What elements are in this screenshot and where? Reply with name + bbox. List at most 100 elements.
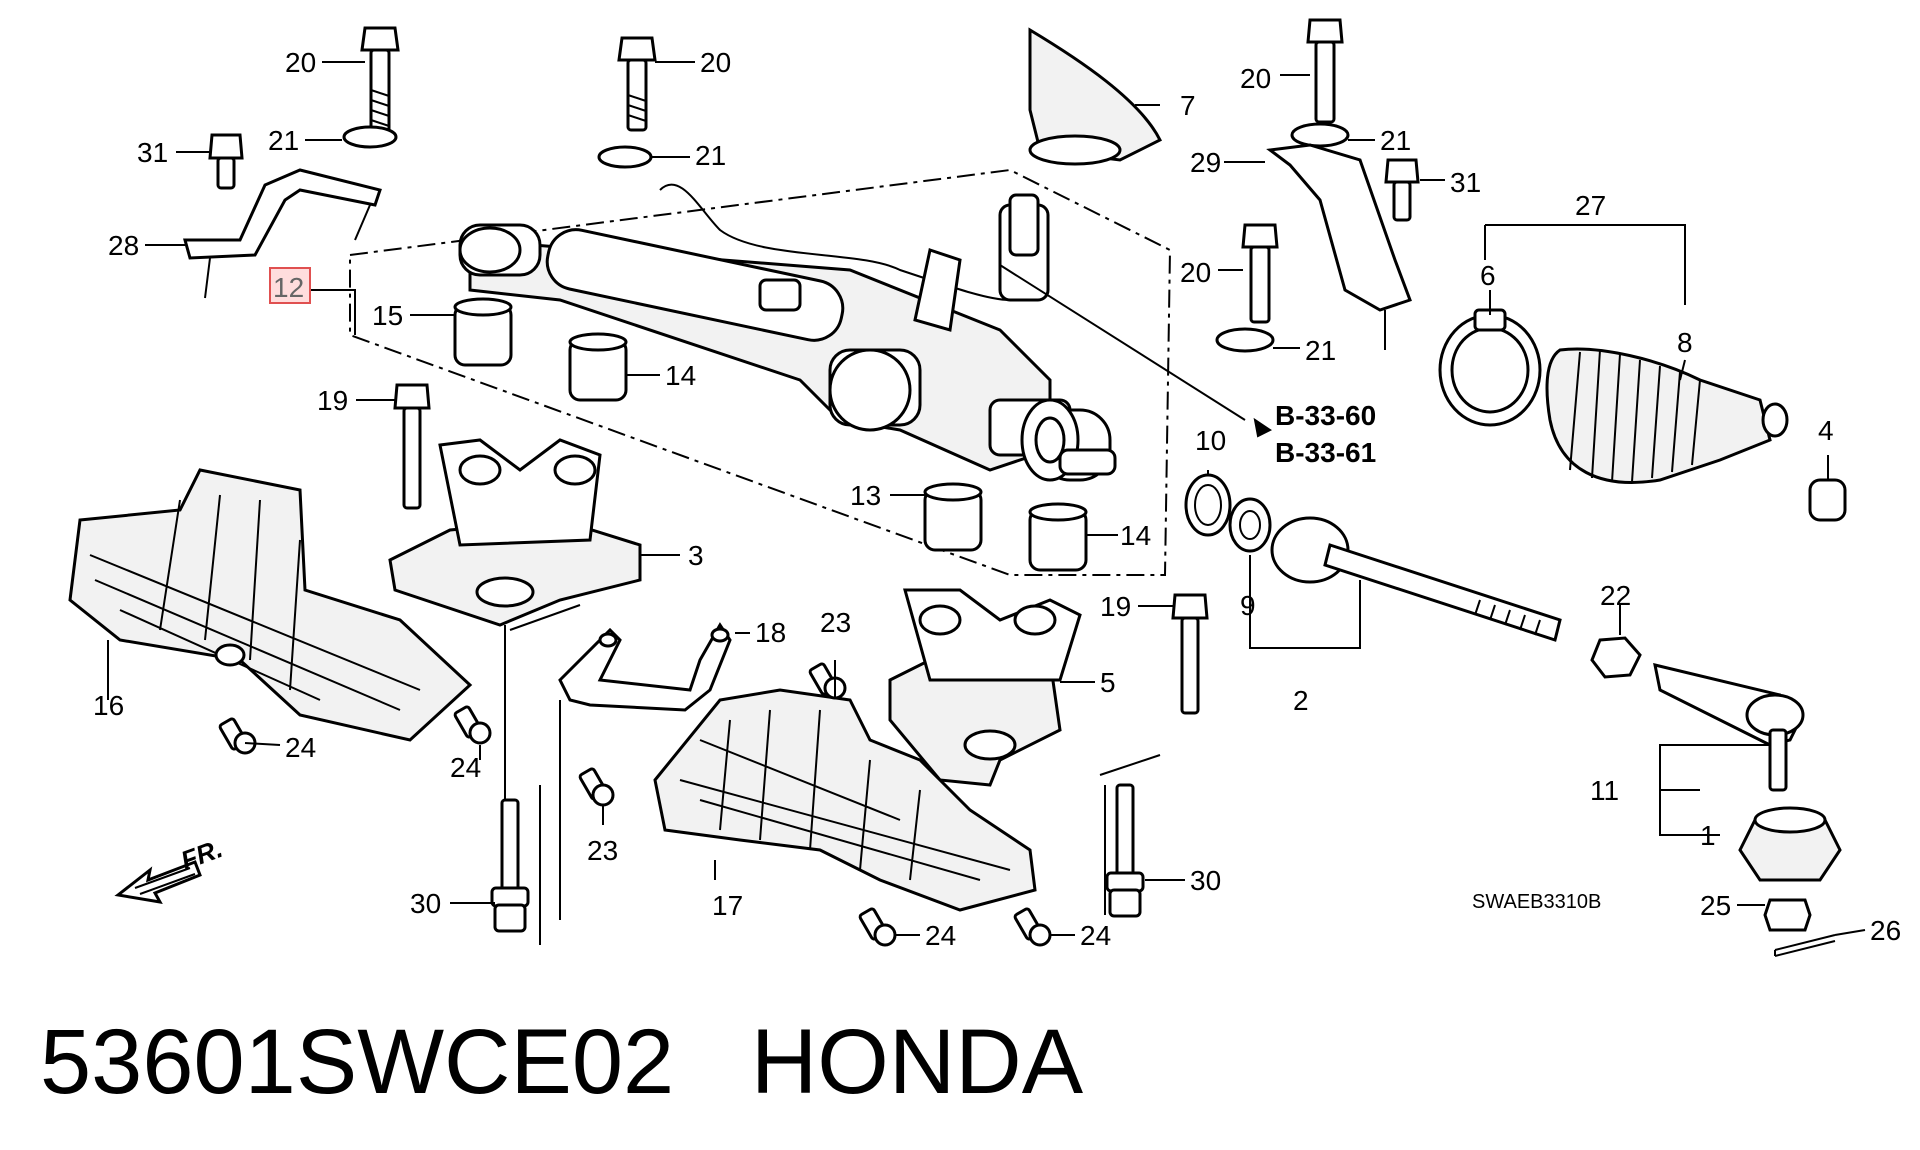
- rack-assembly-outline: [349, 168, 1172, 576]
- reference-b-33-60: B-33-60: [1275, 400, 1376, 431]
- brand-name: HONDA: [750, 1011, 1084, 1113]
- callout-6: 6: [1480, 260, 1496, 291]
- callout-21: 21: [1305, 335, 1336, 366]
- callout-22: 22: [1600, 580, 1631, 611]
- callout-1: 1: [1700, 820, 1716, 851]
- bushing-13: [923, 482, 983, 552]
- leader-lines: [107, 61, 1866, 945]
- bolt-24-a: [218, 717, 257, 755]
- nut-25: [1763, 898, 1812, 932]
- bolt-20-right-mid: [1241, 223, 1279, 324]
- callout-15: 15: [372, 300, 403, 331]
- front-direction-label: FR.: [177, 833, 227, 876]
- callout-24: 24: [285, 732, 316, 763]
- nut-22: [1590, 636, 1642, 679]
- callout-31: 31: [137, 137, 168, 168]
- washer-21-right-mid: [1215, 327, 1275, 353]
- callout-20: 20: [1240, 63, 1271, 94]
- bracket-18: [558, 622, 732, 712]
- callout-2: 2: [1293, 685, 1309, 716]
- boot-1: [1738, 806, 1842, 882]
- tie-rod-2: [1270, 516, 1562, 642]
- part-number: 53601SWCE02: [40, 1011, 675, 1113]
- bolt-23-a: [808, 662, 847, 700]
- bolt-24-c: [858, 907, 897, 947]
- callout-8: 8: [1677, 327, 1693, 358]
- bolt-20-left: [360, 26, 400, 137]
- ring-10: [1184, 473, 1232, 537]
- heat-shield-17: [653, 688, 1037, 912]
- bolt-23-b: [578, 767, 615, 807]
- bolt-31-left: [208, 133, 244, 190]
- callout-7: 7: [1180, 90, 1196, 121]
- callout-14: 14: [1120, 520, 1151, 551]
- callout-9: 9: [1240, 590, 1256, 621]
- callout-21: 21: [695, 140, 726, 171]
- mount-3: [388, 438, 642, 627]
- washer-21-right-top: [1290, 122, 1350, 148]
- callout-24: 24: [450, 752, 481, 783]
- callout-28: 28: [108, 230, 139, 261]
- heat-shield-16: [68, 468, 473, 742]
- washer-9: [1228, 497, 1272, 553]
- callout-3: 3: [688, 540, 704, 571]
- callout-10: 10: [1195, 425, 1226, 456]
- clamp-6: [1438, 308, 1542, 427]
- callout-24: 24: [925, 920, 956, 951]
- bolt-20-right-top: [1306, 18, 1344, 124]
- callout-25: 25: [1700, 890, 1731, 921]
- callout-21: 21: [1380, 125, 1411, 156]
- callout-31: 31: [1450, 167, 1481, 198]
- callout-11: 11: [1590, 775, 1619, 806]
- bolt-24-b: [453, 705, 492, 745]
- callout-16: 16: [93, 690, 124, 721]
- stud-30-left: [490, 798, 530, 933]
- callout-4: 4: [1818, 415, 1834, 446]
- tie-rod-end-11: [1653, 662, 1805, 792]
- mount-5: [888, 588, 1082, 787]
- callout-27: 27: [1575, 190, 1606, 221]
- callout-23: 23: [820, 607, 851, 638]
- callout-5: 5: [1100, 667, 1116, 698]
- diagram-code: SWAEB3310B: [1472, 891, 1601, 913]
- callout-18: 18: [755, 617, 786, 648]
- bushing-15: [453, 297, 513, 367]
- callout-13: 13: [850, 480, 881, 511]
- bracket-28: [183, 168, 382, 299]
- callout-29: 29: [1190, 147, 1221, 178]
- callout-24: 24: [1080, 920, 1111, 951]
- callout-20: 20: [700, 47, 731, 78]
- callout-14: 14: [665, 360, 696, 391]
- callout-20: 20: [285, 47, 316, 78]
- bolt-19-right: [1171, 593, 1209, 715]
- callout-30: 30: [1190, 865, 1221, 896]
- bolt-19-left: [393, 383, 431, 510]
- callout-30: 30: [410, 888, 441, 919]
- bracket-29: [1266, 143, 1412, 350]
- callout-23: 23: [587, 835, 618, 866]
- washer-21-left: [342, 125, 398, 149]
- callout-26: 26: [1870, 915, 1901, 946]
- bolt-20-centre: [617, 36, 657, 132]
- bolt-24-d: [1013, 907, 1052, 947]
- steering-gearbox: [458, 183, 1117, 482]
- bushing-14-lower: [1028, 502, 1088, 572]
- callout-12: 12: [273, 272, 304, 303]
- callout-21: 21: [268, 125, 299, 156]
- bolt-31-right: [1384, 158, 1420, 222]
- bushing-14-upper: [568, 332, 628, 402]
- callout-17: 17: [712, 890, 743, 921]
- reference-b-33-61: B-33-61: [1275, 437, 1376, 468]
- callout-labels: 20 20 20 20 21 21 21 21 31 31 28 12 15 1…: [93, 47, 1901, 951]
- washer-21-centre: [597, 145, 653, 169]
- rack-boot-8: [1545, 347, 1789, 484]
- callout-20: 20: [1180, 257, 1211, 288]
- clip-4: [1808, 478, 1847, 522]
- highlighted-callout-box: [269, 267, 311, 304]
- dust-seal-7: [1028, 27, 1163, 166]
- cotter-pin-26: [1774, 934, 1836, 957]
- callout-19: 19: [317, 385, 348, 416]
- front-direction-arrow: [114, 860, 202, 904]
- part-caption: 53601SWCE02 HONDA: [40, 1010, 1083, 1115]
